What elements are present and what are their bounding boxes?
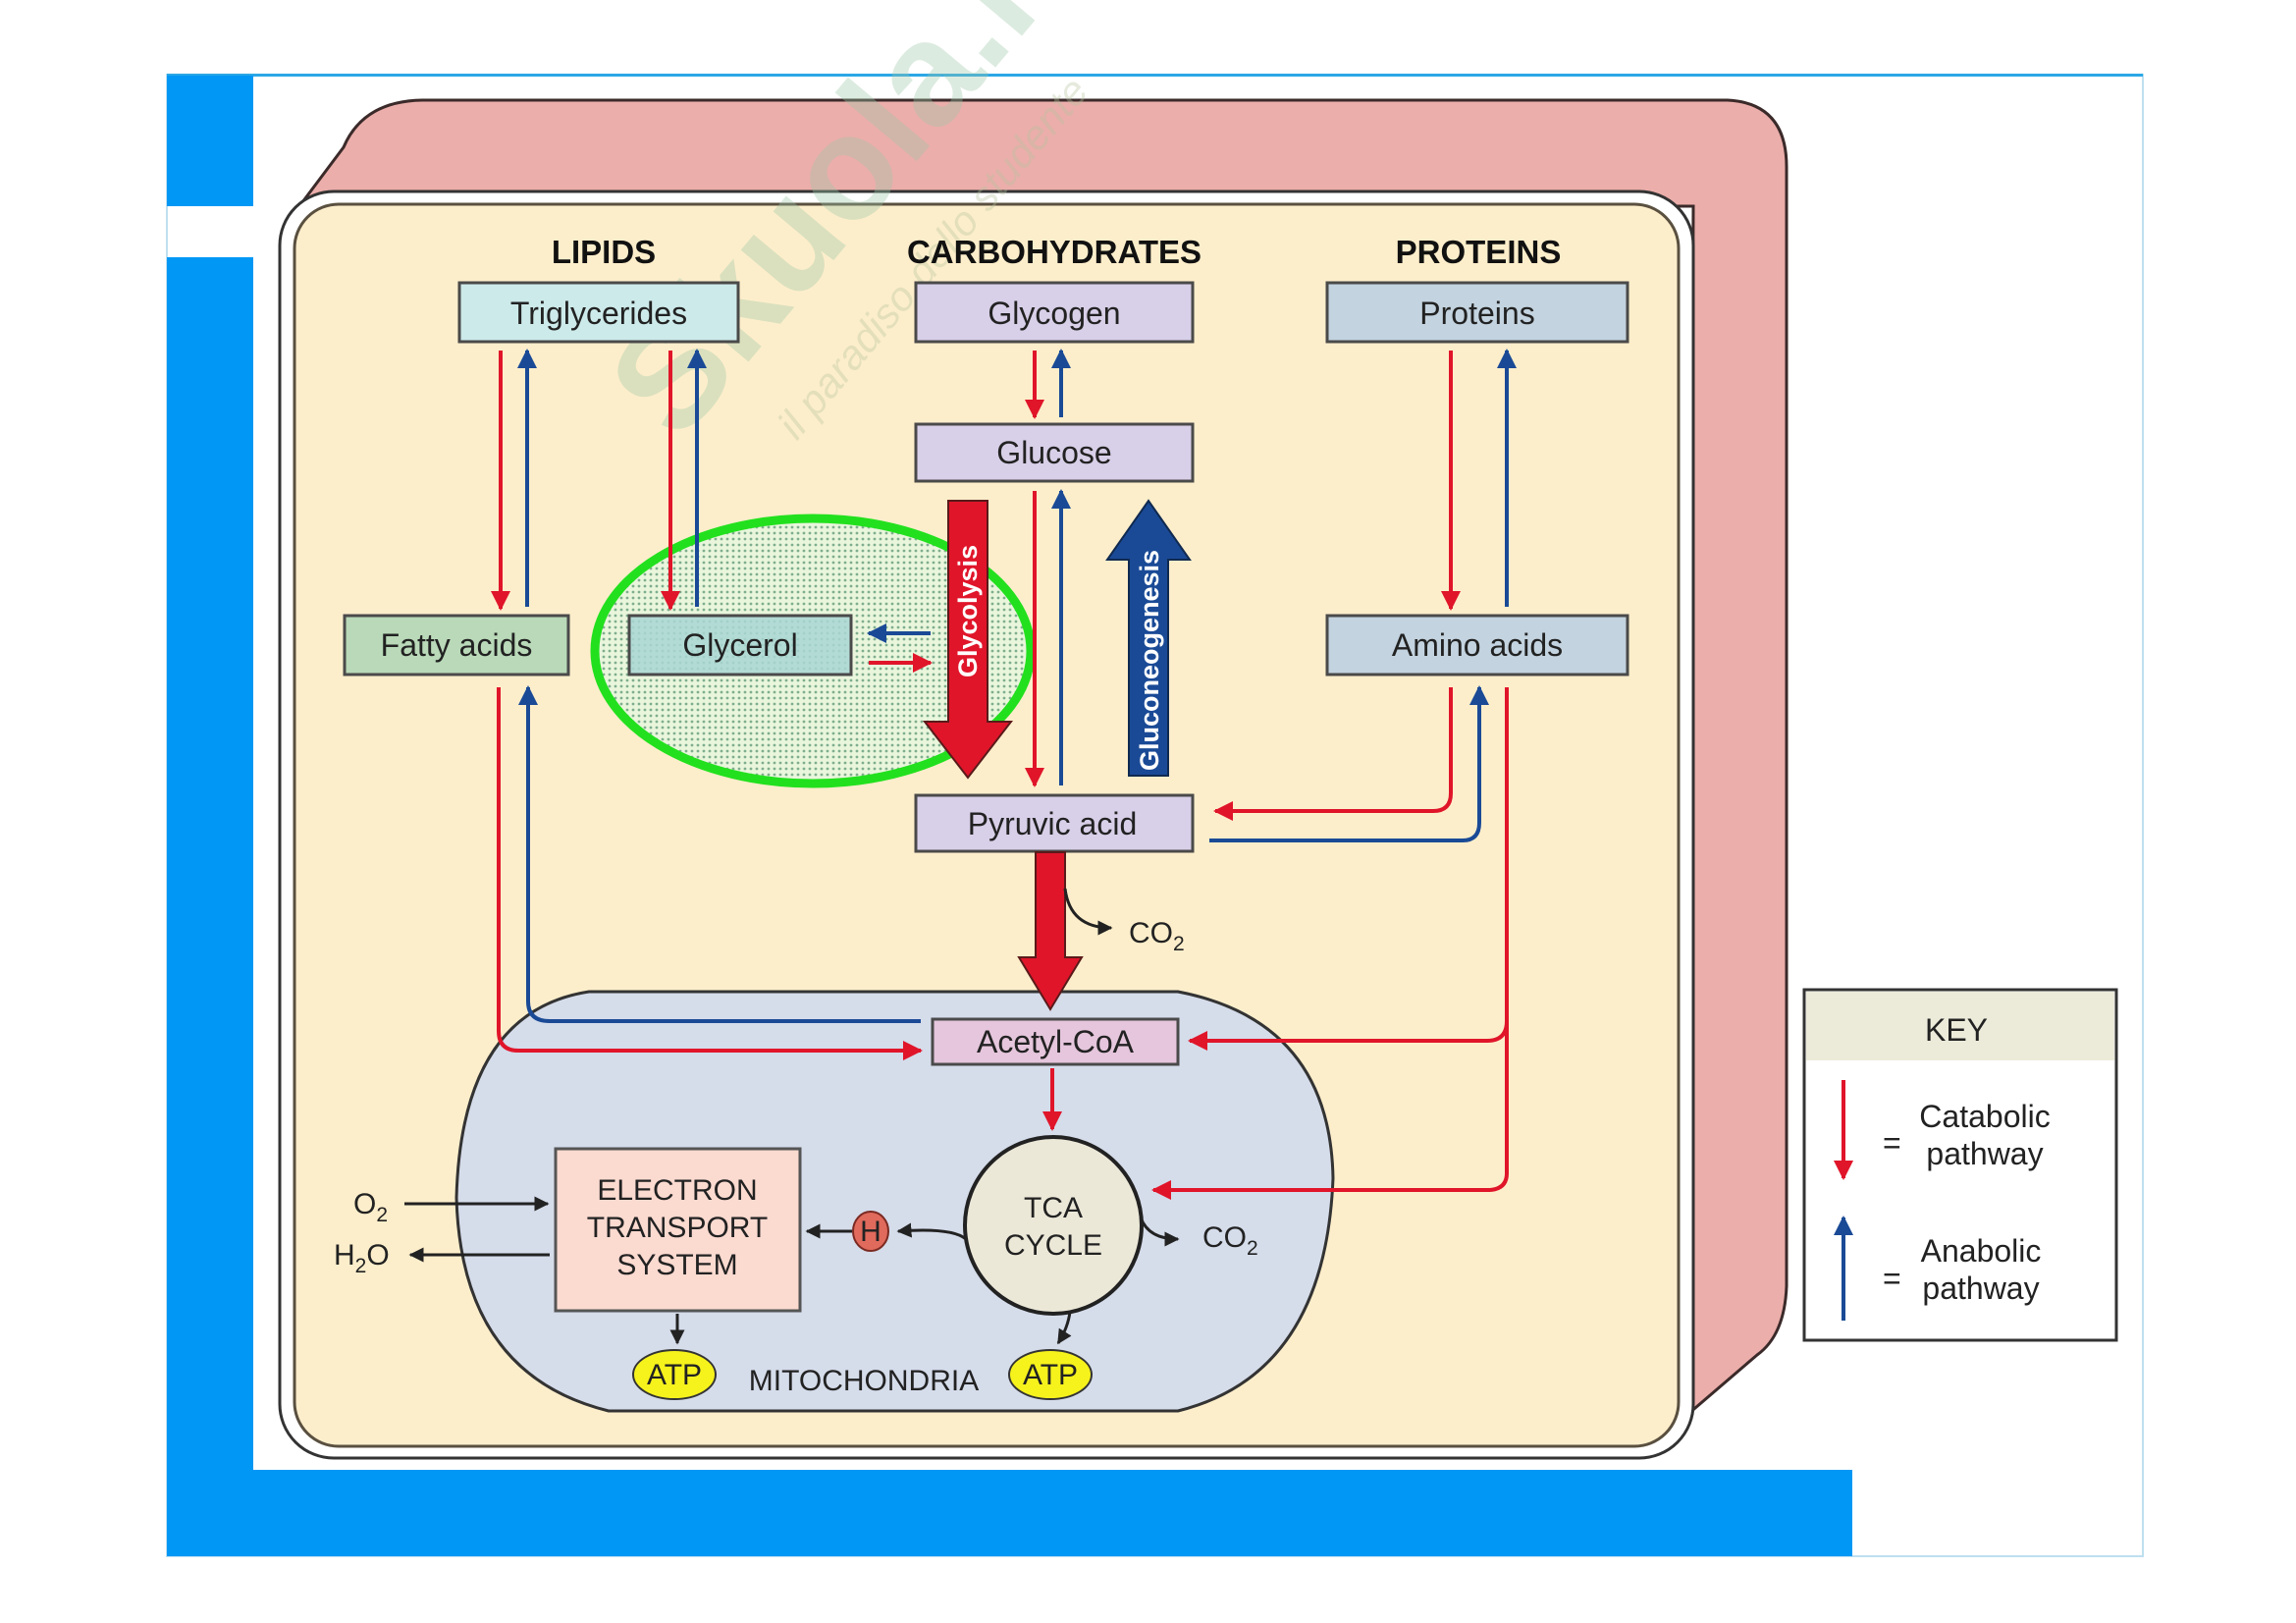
node-label: Glucose (996, 435, 1111, 470)
atp-label: ATP (1023, 1359, 1078, 1391)
ets-label-line2: TRANSPORT (587, 1212, 768, 1244)
arrow-amino-acids-to-tca (1151, 1021, 1509, 1200)
electron-transport-system[interactable]: ELECTRON TRANSPORT SYSTEM (554, 1147, 802, 1313)
tca-cycle[interactable]: TCA CYCLE (963, 1135, 1144, 1316)
h2o-label: H2O (334, 1239, 390, 1277)
slide-left-accent-top (167, 76, 253, 206)
mitochondria-label: MITOCHONDRIA (749, 1365, 979, 1397)
arrow-fatty-acids-to-acetyl-coa (497, 687, 923, 1060)
h-ion-label: H (860, 1216, 881, 1248)
legend-catabolic-line2: pathway (1926, 1136, 2043, 1171)
gluconeogenesis-arrow[interactable]: Gluconeogenesis (1105, 499, 1192, 777)
h-ion: H (852, 1211, 889, 1252)
node-amino-acids[interactable]: Amino acids (1325, 614, 1629, 676)
arrow-tca-to-h (896, 1222, 967, 1241)
column-header-carbohydrates: CARBOHYDRATES (907, 234, 1201, 270)
atp-label: ATP (647, 1359, 702, 1391)
node-label: Proteins (1419, 296, 1534, 331)
lipid-arrows (491, 349, 933, 673)
legend-title: KEY (1925, 1012, 1988, 1048)
atp-tca: ATP (1008, 1349, 1093, 1400)
node-glycogen[interactable]: Glycogen (914, 281, 1195, 344)
cell-membrane-outer (296, 98, 1789, 1418)
slide-top-rule (167, 74, 2143, 77)
node-proteins[interactable]: Proteins (1325, 281, 1629, 344)
arrow-co2-release-tca (1139, 1217, 1180, 1247)
legend-equals: = (1883, 1125, 1901, 1161)
node-label: Pyruvic acid (968, 806, 1138, 841)
tca-label-line2: CYCLE (1004, 1229, 1102, 1262)
co2-label-tca: CO2 (1202, 1221, 1258, 1260)
slide-bottom-accent-bar (167, 1470, 1852, 1556)
arrow-amino-acids-to-pyruvate (1213, 687, 1453, 821)
node-label: Amino acids (1392, 627, 1563, 663)
arrow-pyruvate-to-acetyl-coa (1017, 851, 1084, 1011)
node-glycerol[interactable]: Glycerol (627, 614, 853, 676)
legend-catabolic-line1: Catabolic (1919, 1099, 2050, 1134)
arrow-pyruvate-to-amino-acids (1209, 685, 1489, 842)
node-acetyl-coa[interactable]: Acetyl-CoA (931, 1017, 1180, 1066)
node-fatty-acids[interactable]: Fatty acids (343, 614, 570, 676)
slide-left-accent-bar (167, 257, 253, 1556)
column-header-lipids: LIPIDS (552, 234, 656, 270)
arrow-tca-to-atp (1056, 1311, 1072, 1345)
glycolysis-label: Glycolysis (953, 545, 983, 677)
node-pyruvic-acid[interactable]: Pyruvic acid (914, 793, 1195, 853)
node-label: Triglycerides (510, 296, 687, 331)
node-label: Fatty acids (381, 627, 533, 663)
node-glucose[interactable]: Glucose (914, 422, 1195, 483)
glycolysis-arrow[interactable]: Glycolysis (922, 500, 1014, 780)
gluconeogenesis-label: Gluconeogenesis (1135, 550, 1164, 771)
tca-label-line1: TCA (1024, 1192, 1083, 1224)
co2-label-pyruvate: CO2 (1129, 917, 1185, 955)
arrow-acetyl-coa-to-fatty-acids (518, 685, 921, 1023)
node-label: Glycerol (682, 627, 797, 663)
node-triglycerides[interactable]: Triglycerides (457, 281, 740, 344)
ets-label-line1: ELECTRON (597, 1174, 757, 1207)
legend-anabolic-line2: pathway (1922, 1271, 2039, 1306)
ets-label-line3: SYSTEM (616, 1249, 737, 1281)
atp-ets: ATP (632, 1349, 717, 1400)
column-header-proteins: PROTEINS (1396, 234, 1562, 270)
legend-anabolic-line1: Anabolic (1921, 1233, 2042, 1269)
o2-label: O2 (353, 1188, 388, 1226)
legend-key: KEY = Catabolic pathway = Anabolic pathw… (1802, 988, 2118, 1342)
node-label: Acetyl-CoA (977, 1024, 1135, 1059)
legend-equals: = (1883, 1261, 1901, 1296)
node-label: Glycogen (988, 296, 1120, 331)
arrow-co2-release-pyruvate (1063, 888, 1113, 936)
